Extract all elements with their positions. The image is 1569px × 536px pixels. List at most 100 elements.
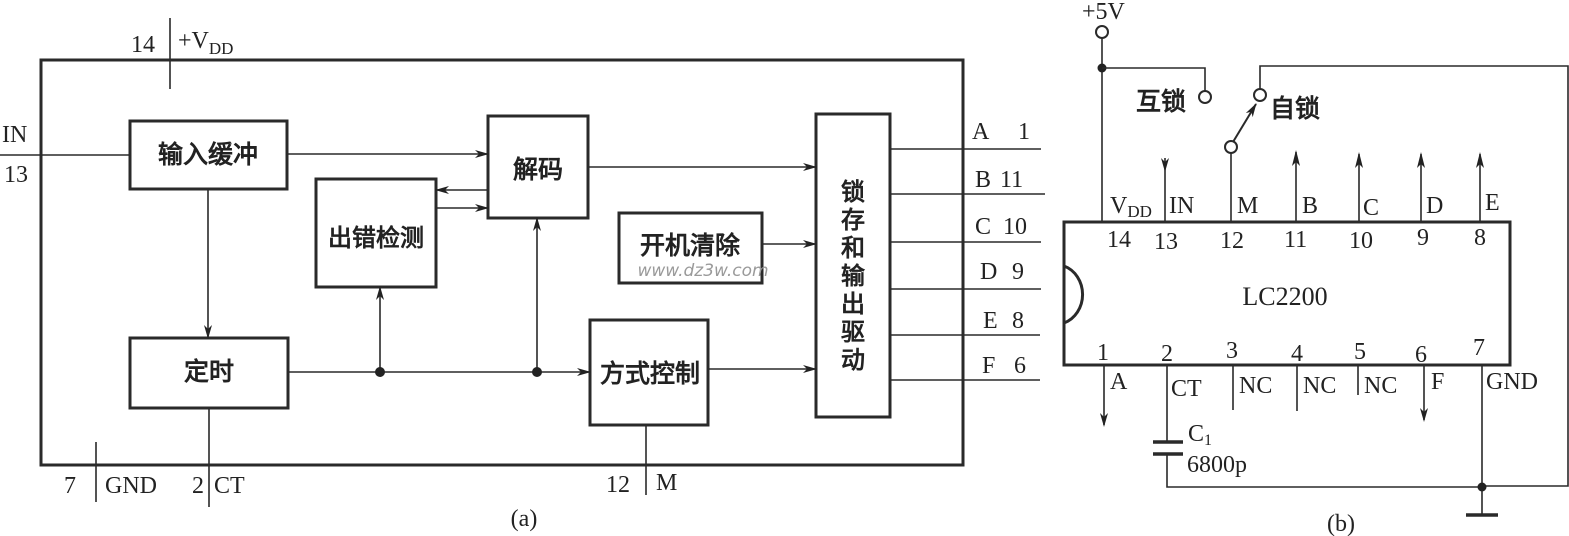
capacitor-name: C1	[1188, 421, 1212, 449]
pin-number: 1	[1097, 340, 1109, 366]
bottom-pin-label-ct: CT	[1171, 376, 1202, 402]
m-pin-number: 12	[606, 472, 630, 498]
chip-outline-a	[39, 58, 965, 467]
output-pins: A 1 B 11 C 10 D 9 E 8 F 6	[890, 119, 1045, 381]
top-pin-label-d: D	[1426, 193, 1443, 219]
in-pin-label: IN	[2, 122, 27, 148]
output-label-a: A	[972, 119, 990, 145]
switch-lever[interactable]	[1232, 103, 1257, 143]
bottom-pin-label-a: A	[1110, 369, 1128, 395]
input-buffer-block	[128, 119, 289, 191]
pin-number: 7	[1473, 335, 1485, 361]
bottom-pin-label-nc: NC	[1364, 373, 1397, 399]
top-pin-label-m: M	[1237, 193, 1258, 219]
application-circuit-b: +5V 互锁 自锁 VDD IN M B C	[1062, 0, 1569, 536]
top-output-arrows	[1292, 150, 1484, 222]
mode-control-block	[588, 318, 710, 427]
pin-number: 5	[1354, 339, 1366, 365]
bottom-pin-label-f: F	[1431, 369, 1444, 395]
top-pin-label-e: E	[1485, 190, 1500, 216]
output-label-f: F	[982, 353, 995, 379]
timing-label: 定时	[184, 357, 234, 386]
pin-number: 9	[1417, 225, 1429, 251]
latch-output-driver-label: 锁 存 和 输 出 驱 动	[841, 178, 866, 374]
junction-dot	[375, 367, 385, 377]
output-num-c: 10	[1003, 214, 1027, 240]
output-num-e: 8	[1012, 308, 1024, 334]
chip-name: LC2200	[1242, 282, 1327, 311]
bottom-pin-label-gnd: GND	[1486, 369, 1538, 395]
gnd-pin-number: 7	[64, 473, 76, 499]
latch-output-driver-block	[814, 112, 892, 419]
output-num-b: 11	[1000, 167, 1023, 193]
pin-number: 3	[1226, 338, 1238, 364]
switch-common-terminal	[1224, 140, 1238, 154]
junction-dot	[532, 367, 542, 377]
ct-pin-number: 2	[192, 473, 204, 499]
output-label-c: C	[975, 214, 991, 240]
cap-ground-wire	[1166, 454, 1482, 488]
input-buffer-label: 输入缓冲	[158, 140, 258, 169]
ct-pin-label: CT	[214, 473, 245, 499]
decode-label: 解码	[513, 155, 563, 184]
block-diagram-a: 14 +VDD IN 13 输入缓冲 出错检测 解码 定时 开机清除 www.d…	[0, 18, 1045, 532]
arrow-up-icon	[1355, 152, 1363, 168]
svg-text:存: 存	[841, 206, 865, 234]
gnd-pin-label: GND	[105, 473, 157, 499]
power-on-clear-label: 开机清除	[640, 231, 741, 260]
pin-number: 11	[1284, 227, 1307, 253]
caption-b: (b)	[1327, 511, 1355, 536]
top-pin-label-c: C	[1363, 195, 1379, 221]
interlock-wire	[1102, 67, 1206, 92]
selflock-terminal	[1253, 88, 1267, 102]
in-pin-number: 13	[4, 162, 28, 188]
interlock-terminal	[1198, 90, 1212, 104]
pin-number: 8	[1474, 225, 1486, 251]
pin-number: 2	[1161, 341, 1173, 367]
pin-number: 6	[1415, 342, 1427, 368]
interlock-label[interactable]: 互锁	[1136, 87, 1186, 116]
error-detect-label: 出错检测	[328, 224, 424, 252]
arrow-down-icon	[1161, 158, 1169, 172]
pin-number: 13	[1154, 229, 1178, 255]
selflock-label[interactable]: 自锁	[1270, 94, 1320, 123]
top-pin-label-in: IN	[1169, 193, 1194, 219]
arrow-down-icon	[1100, 413, 1108, 427]
output-label-d: D	[980, 259, 997, 285]
svg-text:和: 和	[841, 234, 865, 262]
pin-number: 4	[1291, 341, 1303, 367]
supply-label: +5V	[1082, 0, 1126, 25]
supply-terminal	[1095, 25, 1109, 39]
output-num-d: 9	[1012, 259, 1024, 285]
chip-notch	[1063, 264, 1084, 325]
capacitor-value: 6800p	[1187, 452, 1247, 478]
lc2200-chip	[1062, 220, 1512, 367]
caption-a: (a)	[511, 506, 538, 532]
svg-text:驱: 驱	[841, 318, 865, 346]
arrow-down-icon	[1420, 408, 1428, 422]
top-pin-label-b: B	[1302, 193, 1318, 219]
output-label-e: E	[983, 308, 998, 334]
bottom-pin-label-nc: NC	[1239, 373, 1272, 399]
output-num-a: 1	[1018, 119, 1030, 145]
pin-number: 12	[1220, 228, 1244, 254]
arrow-up-icon	[1476, 152, 1484, 168]
pin-number: 10	[1349, 228, 1373, 254]
pin-number: 14	[1107, 227, 1131, 253]
vdd-pin-number: 14	[131, 32, 155, 58]
arrow-up-icon	[1292, 150, 1300, 166]
power-on-clear-block	[617, 211, 764, 285]
output-label-b: B	[975, 167, 991, 193]
selflock-wire	[1259, 65, 1569, 487]
bottom-pin-label-nc: NC	[1303, 373, 1336, 399]
decode-block	[486, 114, 590, 220]
arrow-up-icon	[1417, 152, 1425, 168]
watermark: www.dz3w.com	[637, 261, 768, 281]
svg-text:输: 输	[841, 262, 866, 290]
vdd-pin-label: +VDD	[178, 28, 233, 58]
svg-text:锁: 锁	[841, 178, 865, 206]
mode-control-label: 方式控制	[600, 359, 700, 388]
top-pin-label-vdd: VDD	[1110, 193, 1152, 221]
junction-dot	[1477, 482, 1487, 492]
